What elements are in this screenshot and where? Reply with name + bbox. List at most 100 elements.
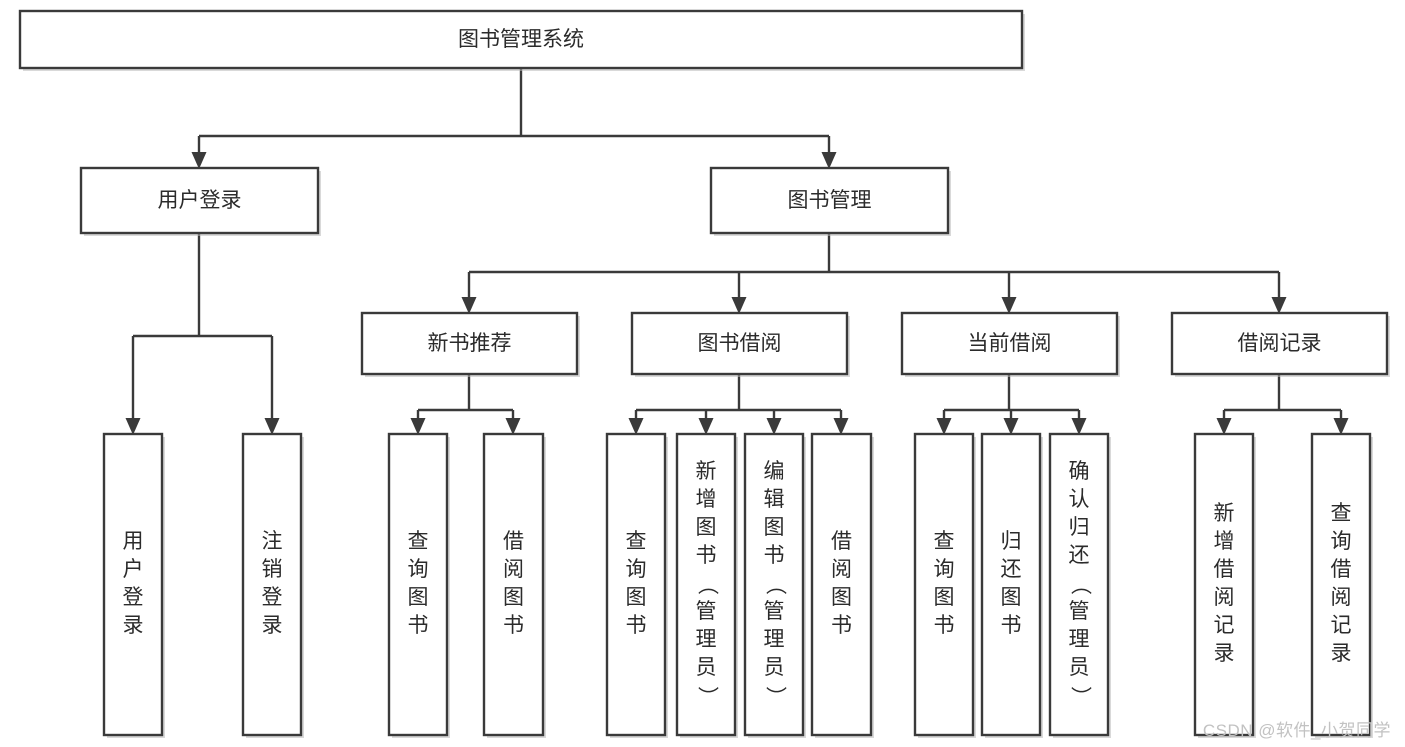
node-label-char: 书	[626, 614, 647, 637]
node-box[interactable]	[900, 311, 1119, 376]
arrow-head-icon	[1333, 418, 1349, 435]
connector-group-root_to_level2	[191, 68, 837, 169]
node-label-char: 借	[503, 530, 524, 553]
arrow-head-icon	[628, 418, 644, 435]
node-label-char: （	[1068, 574, 1091, 595]
arrow-head-icon	[698, 418, 714, 435]
node-box[interactable]	[810, 432, 873, 737]
node-label-char: 还	[1001, 558, 1022, 581]
node-root-system[interactable]: 图书管理系统	[18, 9, 1025, 71]
arrow-head-icon	[125, 418, 141, 435]
node-label-char: 询	[626, 558, 647, 581]
node-label-char: 录	[262, 614, 283, 637]
node-level3-new-book-rec[interactable]: 新书推荐	[360, 311, 580, 377]
node-label: 当前借阅	[968, 332, 1052, 355]
connector-group-current_borrow_to_leaves	[936, 374, 1087, 435]
node-box[interactable]	[630, 311, 849, 376]
node-label-char: 登	[262, 586, 283, 609]
node-box[interactable]	[743, 432, 805, 737]
node-label-char: 书	[764, 544, 785, 567]
node-label-char: 询	[934, 558, 955, 581]
node-layer: 图书管理系统用户登录图书管理新书推荐图书借阅当前借阅借阅记录用户登录注销登录查询…	[18, 9, 1390, 738]
node-label-char: 图	[1001, 586, 1022, 609]
node-label-char: 归	[1069, 516, 1090, 539]
node-label-char: 书	[934, 614, 955, 637]
node-label-char: 注	[262, 530, 283, 553]
node-label-char: 还	[1069, 544, 1090, 567]
arrow-head-icon	[264, 418, 280, 435]
node-label-char: 录	[123, 614, 144, 637]
node-level3-current-borrow[interactable]: 当前借阅	[900, 311, 1120, 377]
node-box[interactable]	[79, 166, 320, 235]
node-label-char: （	[695, 574, 718, 595]
node-label-char: 记	[1214, 614, 1235, 637]
node-label-char: 图	[696, 516, 717, 539]
node-box[interactable]	[18, 9, 1024, 70]
node-label-char: 编	[764, 460, 785, 483]
node-label-char: 认	[1069, 488, 1090, 511]
node-label-char: 新	[1214, 502, 1235, 525]
node-box[interactable]	[360, 311, 579, 376]
node-box[interactable]	[1193, 432, 1255, 737]
node-level2-book-manage[interactable]: 图书管理	[709, 166, 951, 236]
node-box[interactable]	[102, 432, 164, 737]
node-label-char: 销	[262, 558, 283, 581]
node-label-char: 图	[503, 586, 524, 609]
node-label-char: 查	[1331, 502, 1352, 525]
arrow-head-icon	[191, 152, 207, 169]
node-box[interactable]	[913, 432, 975, 737]
node-box[interactable]	[241, 432, 303, 737]
node-leaf-leaf-user-login[interactable]: 用户登录	[102, 432, 165, 738]
node-box[interactable]	[675, 432, 737, 737]
arrow-head-icon	[833, 418, 849, 435]
node-label-char: 理	[696, 628, 717, 651]
arrow-head-icon	[410, 418, 426, 435]
node-label-char: 新	[696, 460, 717, 483]
node-label-char: 图	[831, 586, 852, 609]
connector-group-new_book_rec_to_leaves	[410, 374, 521, 435]
node-box[interactable]	[1310, 432, 1372, 737]
node-label-char: 询	[1331, 530, 1352, 553]
arrow-head-icon	[1003, 418, 1019, 435]
node-box[interactable]	[709, 166, 950, 235]
node-label-char: 户	[123, 558, 144, 581]
node-label-char: 录	[1331, 642, 1352, 665]
node-level2-user-login[interactable]: 用户登录	[79, 166, 321, 236]
connector-layer	[125, 68, 1349, 435]
node-label-char: 阅	[1331, 586, 1352, 609]
node-label-char: 员	[696, 656, 717, 679]
arrow-head-icon	[766, 418, 782, 435]
arrow-head-icon	[1001, 297, 1017, 314]
node-label-char: 员	[764, 656, 785, 679]
node-label: 用户登录	[158, 189, 242, 212]
node-level3-borrow-record[interactable]: 借阅记录	[1170, 311, 1390, 377]
node-box[interactable]	[980, 432, 1042, 737]
node-box[interactable]	[1048, 432, 1110, 737]
node-label-char: 查	[934, 530, 955, 553]
node-label-char: 图	[764, 516, 785, 539]
node-label-char: 书	[408, 614, 429, 637]
node-box[interactable]	[387, 432, 449, 737]
node-label: 图书管理	[788, 189, 872, 212]
node-box[interactable]	[482, 432, 545, 737]
node-box[interactable]	[1170, 311, 1389, 376]
node-label-char: 借	[1331, 558, 1352, 581]
node-level3-book-borrow[interactable]: 图书借阅	[630, 311, 850, 377]
node-label-char: 图	[626, 586, 647, 609]
arrow-head-icon	[1071, 418, 1087, 435]
node-box[interactable]	[605, 432, 667, 737]
